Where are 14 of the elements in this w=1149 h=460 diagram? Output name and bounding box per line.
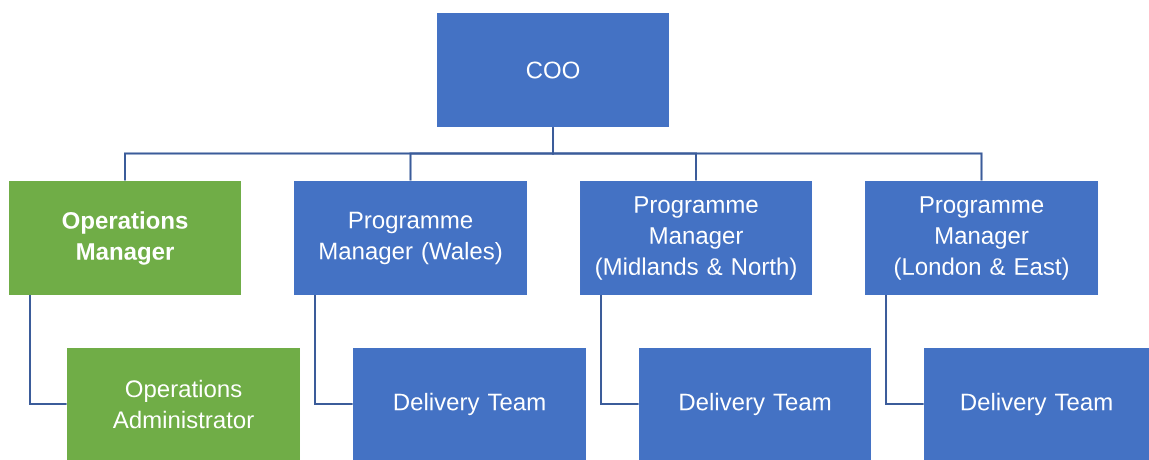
org-box: COO [437, 13, 669, 127]
connector-line [600, 294, 640, 405]
org-box: Delivery Team [353, 348, 586, 460]
org-box: Delivery Team [639, 348, 871, 460]
connector-line [885, 294, 925, 405]
org-box: Programme Manager (London & East) [865, 181, 1098, 295]
org-box: Operations Manager [9, 181, 241, 295]
org-box: Operations Administrator [67, 348, 300, 460]
org-box: Programme Manager (Wales) [294, 181, 527, 295]
org-box: Programme Manager (Midlands & North) [580, 181, 812, 295]
org-box: Delivery Team [924, 348, 1149, 460]
connector-line [29, 294, 68, 405]
connector-line [552, 126, 983, 182]
connector-line [314, 294, 354, 405]
